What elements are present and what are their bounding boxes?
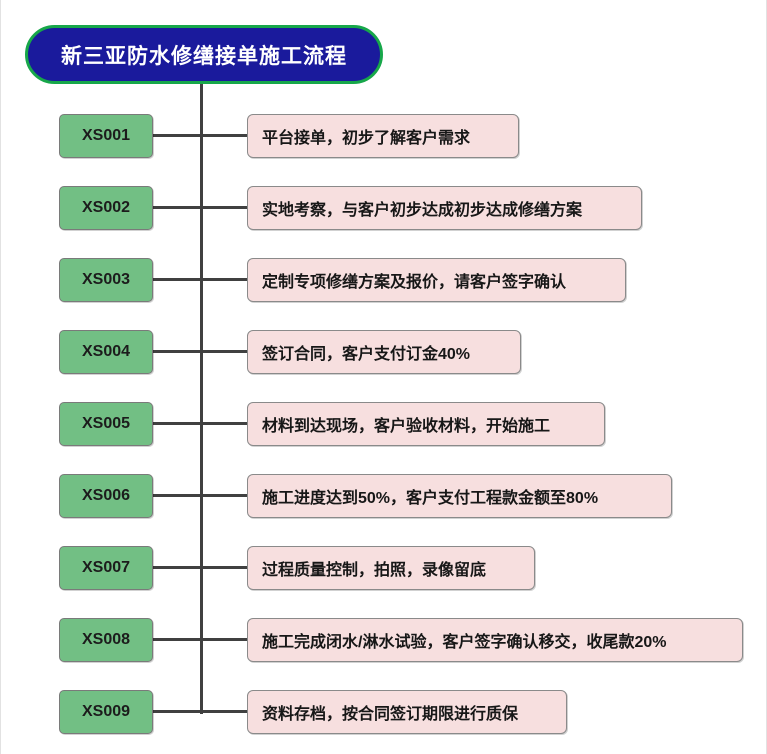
step-row: XS009 资料存档，按合同签订期限进行质保 xyxy=(1,690,767,734)
step-description-label: 定制专项修缮方案及报价，请客户签字确认 xyxy=(262,274,567,291)
flowchart-title: 新三亚防水修缮接单施工流程 xyxy=(25,25,383,84)
step-code-box[interactable]: XS001 xyxy=(59,114,153,158)
trunk-connector-line xyxy=(200,84,203,714)
step-description-box[interactable]: 定制专项修缮方案及报价，请客户签字确认 xyxy=(247,258,626,302)
step-code-label: XS005 xyxy=(81,415,131,432)
step-connector-line xyxy=(153,422,249,425)
step-code-label: XS009 xyxy=(81,703,131,720)
step-row: XS003 定制专项修缮方案及报价，请客户签字确认 xyxy=(1,258,767,302)
step-description-box[interactable]: 签订合同，客户支付订金40% xyxy=(247,330,521,374)
step-description-label: 过程质量控制，拍照，录像留底 xyxy=(262,562,487,579)
step-connector-line xyxy=(153,278,249,281)
step-description-label: 签订合同，客户支付订金40% xyxy=(262,346,471,363)
step-code-label: XS008 xyxy=(81,631,131,648)
step-code-label: XS003 xyxy=(81,271,131,288)
step-connector-line xyxy=(153,566,249,569)
step-description-box[interactable]: 资料存档，按合同签订期限进行质保 xyxy=(247,690,567,734)
step-row: XS004 签订合同，客户支付订金40% xyxy=(1,330,767,374)
step-code-box[interactable]: XS002 xyxy=(59,186,153,230)
step-description-label: 实地考察，与客户初步达成初步达成修缮方案 xyxy=(262,202,583,219)
step-description-box[interactable]: 实地考察，与客户初步达成初步达成修缮方案 xyxy=(247,186,642,230)
step-connector-line xyxy=(153,494,249,497)
step-description-box[interactable]: 过程质量控制，拍照，录像留底 xyxy=(247,546,535,590)
step-code-box[interactable]: XS009 xyxy=(59,690,153,734)
step-description-label: 施工进度达到50%，客户支付工程款金额至80% xyxy=(262,490,599,507)
step-connector-line xyxy=(153,350,249,353)
step-row: XS006 施工进度达到50%，客户支付工程款金额至80% xyxy=(1,474,767,518)
step-row: XS002 实地考察，与客户初步达成初步达成修缮方案 xyxy=(1,186,767,230)
step-description-box[interactable]: 施工完成闭水/淋水试验，客户签字确认移交，收尾款20% xyxy=(247,618,743,662)
flowchart-title-label: 新三亚防水修缮接单施工流程 xyxy=(61,44,347,68)
step-description-box[interactable]: 材料到达现场，客户验收材料，开始施工 xyxy=(247,402,605,446)
step-connector-line xyxy=(153,206,249,209)
step-description-box[interactable]: 施工进度达到50%，客户支付工程款金额至80% xyxy=(247,474,672,518)
step-row: XS008 施工完成闭水/淋水试验，客户签字确认移交，收尾款20% xyxy=(1,618,767,662)
step-code-box[interactable]: XS003 xyxy=(59,258,153,302)
step-row: XS007 过程质量控制，拍照，录像留底 xyxy=(1,546,767,590)
step-code-box[interactable]: XS007 xyxy=(59,546,153,590)
step-description-label: 平台接单，初步了解客户需求 xyxy=(262,130,471,147)
step-code-label: XS007 xyxy=(81,559,131,576)
step-connector-line xyxy=(153,134,249,137)
step-connector-line xyxy=(153,638,249,641)
step-description-label: 施工完成闭水/淋水试验，客户签字确认移交，收尾款20% xyxy=(262,634,667,651)
step-code-label: XS004 xyxy=(81,343,131,360)
step-code-label: XS006 xyxy=(81,487,131,504)
step-code-label: XS001 xyxy=(81,127,131,144)
step-row: XS005 材料到达现场，客户验收材料，开始施工 xyxy=(1,402,767,446)
step-description-label: 资料存档，按合同签订期限进行质保 xyxy=(262,706,519,723)
step-code-box[interactable]: XS006 xyxy=(59,474,153,518)
step-description-label: 材料到达现场，客户验收材料，开始施工 xyxy=(262,418,551,435)
step-code-box[interactable]: XS008 xyxy=(59,618,153,662)
step-connector-line xyxy=(153,710,249,713)
step-code-box[interactable]: XS005 xyxy=(59,402,153,446)
step-code-label: XS002 xyxy=(81,199,131,216)
step-code-box[interactable]: XS004 xyxy=(59,330,153,374)
step-description-box[interactable]: 平台接单，初步了解客户需求 xyxy=(247,114,519,158)
step-row: XS001 平台接单，初步了解客户需求 xyxy=(1,114,767,158)
